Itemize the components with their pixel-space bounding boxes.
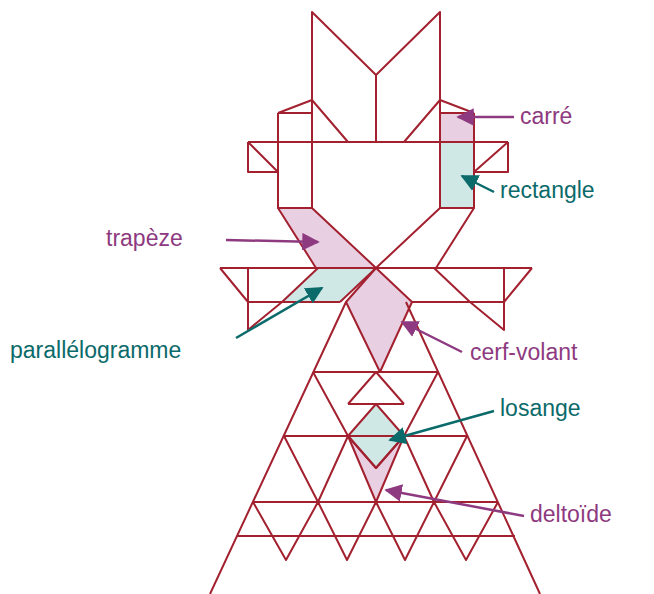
leader-arrow [390,411,494,440]
trapezoid-fill [278,208,376,268]
pylon-lines [210,12,540,594]
shape-label: cerf-volant [468,340,579,365]
leader-arrow [236,288,322,338]
leader-arrow [458,116,514,119]
kite-fill [346,268,412,372]
filled-shapes [278,113,474,502]
leader-arrow [462,176,494,192]
shape-label: parallélogramme [8,338,183,363]
shape-label: losange [498,396,583,421]
leader-arrow [226,240,318,242]
shape-label: rectangle [498,178,597,203]
leader-arrow [386,490,524,516]
rectangle-fill [440,142,474,208]
leader-arrow [402,322,462,352]
shape-label: deltoïde [528,502,614,527]
leader-arrows [226,117,524,516]
shape-label: carré [518,104,574,129]
shape-label: trapèze [104,226,185,251]
